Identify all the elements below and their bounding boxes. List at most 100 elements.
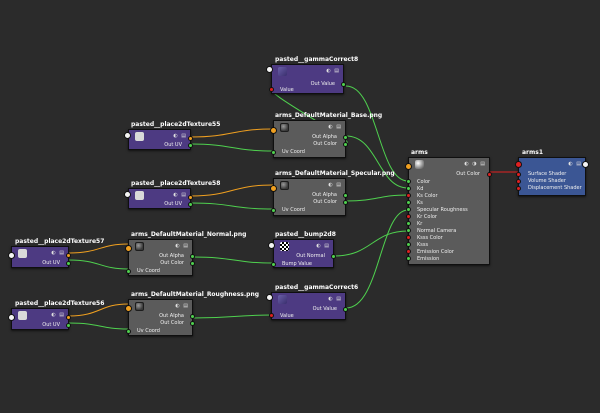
color-plug[interactable] bbox=[406, 179, 411, 184]
wire-bump-to-normal-camera bbox=[333, 230, 409, 257]
node-view-icons[interactable]: ◐ ▤ bbox=[568, 161, 582, 167]
output-plug[interactable] bbox=[188, 136, 193, 141]
node-view-icons[interactable]: ◐ ▤ bbox=[175, 243, 189, 249]
out-normal-plug[interactable] bbox=[331, 254, 336, 259]
input-plug[interactable] bbox=[8, 252, 15, 259]
out-color-plug[interactable] bbox=[343, 142, 348, 147]
ksss-color-plug[interactable] bbox=[406, 235, 411, 240]
ks-color-plug[interactable] bbox=[406, 193, 411, 198]
port-uv-coord: Uv Coord bbox=[137, 328, 160, 334]
out-color-plug[interactable] bbox=[487, 172, 492, 177]
out-alpha-plug[interactable] bbox=[190, 254, 195, 259]
shader-ball-icon bbox=[415, 160, 424, 169]
input-plug[interactable] bbox=[270, 185, 277, 192]
out-uv-plug[interactable] bbox=[188, 202, 193, 207]
file-texture-icon bbox=[280, 123, 289, 132]
emission-plug[interactable] bbox=[406, 256, 411, 261]
node-bump[interactable]: ◐ ▤ Out Normal Bump Value bbox=[271, 239, 336, 268]
specular-roughness-plug[interactable] bbox=[406, 207, 411, 212]
node-view-icons[interactable]: ◐ ▤ bbox=[316, 243, 330, 249]
input-plug[interactable] bbox=[515, 161, 522, 168]
input-plug[interactable] bbox=[125, 245, 132, 252]
out-alpha-plug[interactable] bbox=[343, 135, 348, 140]
input-plug[interactable] bbox=[270, 127, 277, 134]
surface-shader-plug[interactable] bbox=[516, 172, 521, 177]
node-view-icons[interactable]: ◐ ▤ bbox=[328, 124, 342, 130]
node-view-icons[interactable]: ◐ ▤ bbox=[173, 133, 187, 139]
output-plug[interactable] bbox=[188, 195, 193, 200]
wire-place55-to-base bbox=[190, 128, 274, 138]
port-out-alpha: Out Alpha bbox=[159, 313, 184, 319]
uv-coord-plug[interactable] bbox=[126, 329, 131, 334]
output-plug[interactable] bbox=[582, 161, 589, 168]
node-gamma6[interactable]: ◐ ▤ Out Value Value bbox=[269, 292, 348, 320]
node-specular[interactable]: ◐ ▤ Out Alpha Out Color Uv Coord bbox=[270, 178, 348, 216]
place58-left-plug[interactable] bbox=[124, 191, 131, 198]
node-view-icons[interactable]: ◐ ▤ bbox=[173, 192, 187, 198]
normal-camera-plug[interactable] bbox=[406, 228, 411, 233]
out-alpha-plug[interactable] bbox=[343, 193, 348, 198]
node-view-icons[interactable]: ◐ ▤ bbox=[328, 182, 342, 188]
normal-title: arms_DefaultMaterial_Normal.png bbox=[131, 231, 247, 238]
gamma8-input-plug[interactable] bbox=[266, 66, 273, 73]
uv-coord-plug[interactable] bbox=[126, 269, 131, 274]
node-arms[interactable]: ◐ ◑ ▤ Out Color Color Kd Ks Color Ks Spe… bbox=[405, 157, 492, 265]
port-out-uv: Out UV bbox=[42, 260, 60, 266]
out-uv-plug[interactable] bbox=[66, 323, 71, 328]
input-plug[interactable] bbox=[405, 163, 412, 170]
volume-shader-plug[interactable] bbox=[516, 179, 521, 184]
uv-coord-plug[interactable] bbox=[271, 208, 276, 213]
input-plug[interactable] bbox=[8, 314, 15, 321]
node-place56[interactable]: ◐ ▤ Out UV bbox=[8, 308, 71, 330]
out-color-plug[interactable] bbox=[343, 200, 348, 205]
port-out-color: Out Color bbox=[456, 171, 480, 177]
place55-header: ◐ ▤ bbox=[129, 130, 190, 143]
node-view-icons[interactable]: ◐ ◑ ▤ bbox=[464, 161, 486, 167]
out-value-plug[interactable] bbox=[343, 307, 348, 312]
node-place57[interactable]: ◐ ▤ Out UV bbox=[8, 246, 71, 268]
kr-plug[interactable] bbox=[406, 221, 411, 226]
input-plug[interactable] bbox=[125, 305, 132, 312]
port-displacement-shader: Displacement Shader bbox=[528, 185, 582, 191]
value-plug[interactable] bbox=[269, 313, 274, 318]
kd-plug[interactable] bbox=[406, 186, 411, 191]
kr-color-plug[interactable] bbox=[406, 214, 411, 219]
out-uv-plug[interactable] bbox=[188, 143, 193, 148]
output-plug[interactable] bbox=[66, 315, 71, 320]
wire-place55-uv-to-base bbox=[190, 143, 274, 152]
wire-gamma6-to-specular-roughness bbox=[345, 209, 409, 309]
out-uv-plug[interactable] bbox=[66, 261, 71, 266]
node-view-icons[interactable]: ◐ ▤ bbox=[175, 303, 189, 309]
bump-value-plug[interactable] bbox=[271, 262, 276, 267]
node-place58[interactable]: ◐ ▤ Out UV bbox=[128, 188, 193, 209]
node-place55[interactable]: ◐ ▤ Out UV bbox=[128, 129, 193, 150]
node-view-icons[interactable]: ◐ ▤ bbox=[328, 296, 342, 302]
node-roughness[interactable]: ◐ ▤ Out Alpha Out Color Uv Coord bbox=[125, 299, 195, 336]
port-surface-shader: Surface Shader bbox=[528, 171, 567, 177]
node-arms1[interactable]: ◐ ▤ Surface Shader Volume Shader Displac… bbox=[515, 157, 589, 196]
ks-plug[interactable] bbox=[406, 200, 411, 205]
ksss-plug[interactable] bbox=[406, 242, 411, 247]
out-value-plug[interactable] bbox=[341, 82, 346, 87]
out-color-plug[interactable] bbox=[190, 261, 195, 266]
roughness-header: ◐ ▤ bbox=[129, 300, 192, 313]
arms1-header: ◐ ▤ bbox=[519, 158, 585, 171]
node-gamma8[interactable]: ◐ ▤ Out Value Value bbox=[269, 64, 346, 94]
node-view-icons[interactable]: ◐ ▤ bbox=[51, 312, 65, 318]
out-alpha-plug[interactable] bbox=[190, 314, 195, 319]
value-plug[interactable] bbox=[269, 87, 274, 92]
uv-coord-plug[interactable] bbox=[271, 150, 276, 155]
bump-input-plug[interactable] bbox=[268, 242, 275, 249]
node-view-icons[interactable]: ◐ ▤ bbox=[326, 68, 340, 74]
port-volume-shader: Volume Shader bbox=[528, 178, 566, 184]
node-base[interactable]: ◐ ▤ Out Alpha Out Color Uv Coord bbox=[270, 120, 348, 158]
gamma6-input-plug[interactable] bbox=[266, 294, 273, 301]
node-normal[interactable]: ◐ ▤ Out Alpha Out Color Uv Coord bbox=[125, 239, 195, 276]
node-view-icons[interactable]: ◐ ▤ bbox=[51, 250, 65, 256]
out-color-plug[interactable] bbox=[190, 321, 195, 326]
emission-color-plug[interactable] bbox=[406, 249, 411, 254]
place55-left-plug[interactable] bbox=[124, 132, 131, 139]
displacement-shader-plug[interactable] bbox=[516, 186, 521, 191]
output-plug[interactable] bbox=[66, 253, 71, 258]
